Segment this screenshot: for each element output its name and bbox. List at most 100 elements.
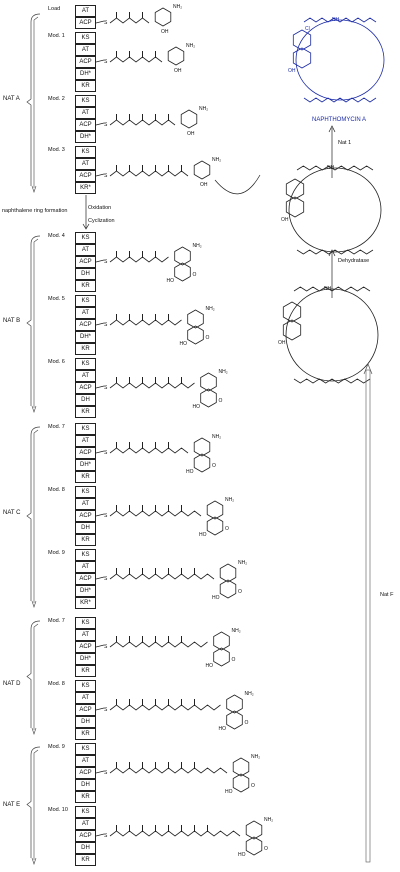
cyclization-label: Cyclization [88,218,115,224]
hydroxyl-label: OH [187,131,195,137]
sulfur-label: S [104,322,108,328]
domain-kr: KR [75,280,96,292]
acp-bond [95,20,105,24]
amine-label: NH₂ [206,306,215,312]
module-label: Mod. 7 [48,424,65,430]
naphthalene-ring-b [219,579,237,599]
domain-kr: KR [75,534,96,546]
macrocycle-top [303,17,377,23]
domain-dh-star: DH* [75,459,96,471]
domain-acp: ACP [75,319,96,331]
polyketide-chain [109,319,182,326]
domain-kr: KR [75,343,96,355]
amine-label: NH₂ [238,560,247,566]
hydroxyl-label: OH [174,68,182,74]
sulfur-label: S [104,122,108,128]
acp-bond [95,707,105,711]
module-label: Mod. 5 [48,296,65,302]
amine-label: NH₂ [264,817,273,823]
hydroxyl-label: OH [200,182,208,188]
natF-label: Nat F [380,592,394,598]
amine-label: NH₂ [251,754,260,760]
macrocycle-aromatic-a [285,178,305,200]
domain-at: AT [75,692,96,704]
domain-at: AT [75,498,96,510]
polyketide-chain [109,256,169,263]
naphthalene-ring-a [200,372,217,392]
domain-acp: ACP [75,510,96,522]
module-label: Mod. 9 [48,550,65,556]
polyketide-chain [109,573,215,580]
nat-label-nat-e: NAT E [3,802,21,808]
naphthalene-ring-b [193,453,211,473]
cyclization-curve [214,174,261,195]
polyketide-chain [109,704,221,711]
domain-acp: ACP [75,573,96,585]
polyketide-chain [109,510,202,517]
module-label: Mod. 3 [48,147,65,153]
acp-bond [95,173,105,177]
domain-dh-star: DH* [75,585,96,597]
hydroxyl-label: OH [288,68,296,74]
bracket-arrow-1 [31,405,37,413]
amine-label: NH₂ [219,369,228,375]
domain-acp: ACP [75,641,96,653]
domain-at: AT [75,307,96,319]
macrocycle-ring [285,288,379,382]
aromatic-ring [180,109,198,129]
dehydratase-label: Dehydratase [338,258,370,264]
bracket-inner-0 [33,16,39,188]
bracket-arrow-4 [31,857,37,865]
nat-label-nat-b: NAT B [3,318,21,324]
polyketide-chain [109,56,163,63]
domain-ks: KS [75,680,96,692]
domain-ks: KS [75,486,96,498]
naphthomycin-a-title: NAPHTHOMYCIN A [312,117,367,123]
hydroxyl-label: HO [199,532,207,538]
oxo-label: O [232,657,236,663]
amide-label: NH [332,17,340,23]
sulfur-label: S [104,385,108,391]
amine-label: NH₂ [186,43,195,49]
module-label: Mod. 1 [48,33,65,39]
sulfur-label: S [104,576,108,582]
nat1-label: Nat 1 [338,140,352,146]
hydroxyl-label: HO [225,789,233,795]
domain-acp: ACP [75,704,96,716]
acp-bond [95,644,105,648]
acp-bond [95,59,105,63]
domain-acp: ACP [75,56,96,68]
polyketide-chain [109,382,195,389]
domain-kr: KR [75,728,96,740]
oxo-label: O [193,272,197,278]
nat-label-nat-c: NAT C [3,510,21,516]
domain-kr: KR [75,791,96,803]
domain-acp: ACP [75,447,96,459]
naphthalene-ring-b [174,262,191,282]
bracket-inner-4 [33,749,39,860]
hydroxyl-label: HO [167,278,175,284]
aromatic-ring [167,46,185,66]
domain-kr: KR [75,406,96,418]
bracket-inner-2 [33,429,39,603]
domain-ks: KS [75,95,96,107]
domain-kr: KR [75,80,96,92]
hydroxyl-label: HO [212,595,220,601]
naphthalene-ring-b [213,647,230,667]
polyketide-chain [109,447,189,454]
domain-kr-star: KR* [75,597,96,609]
macrocycle-aromatic-a [292,29,312,51]
domain-ks: KS [75,806,96,818]
sulfur-label: S [104,20,108,26]
macrocycle-aromatic-a [282,301,302,323]
oxo-label: O [238,589,242,595]
domain-at: AT [75,158,96,170]
domain-acp: ACP [75,830,96,842]
domain-acp: ACP [75,17,96,29]
bracket-arrow-2 [31,600,37,608]
